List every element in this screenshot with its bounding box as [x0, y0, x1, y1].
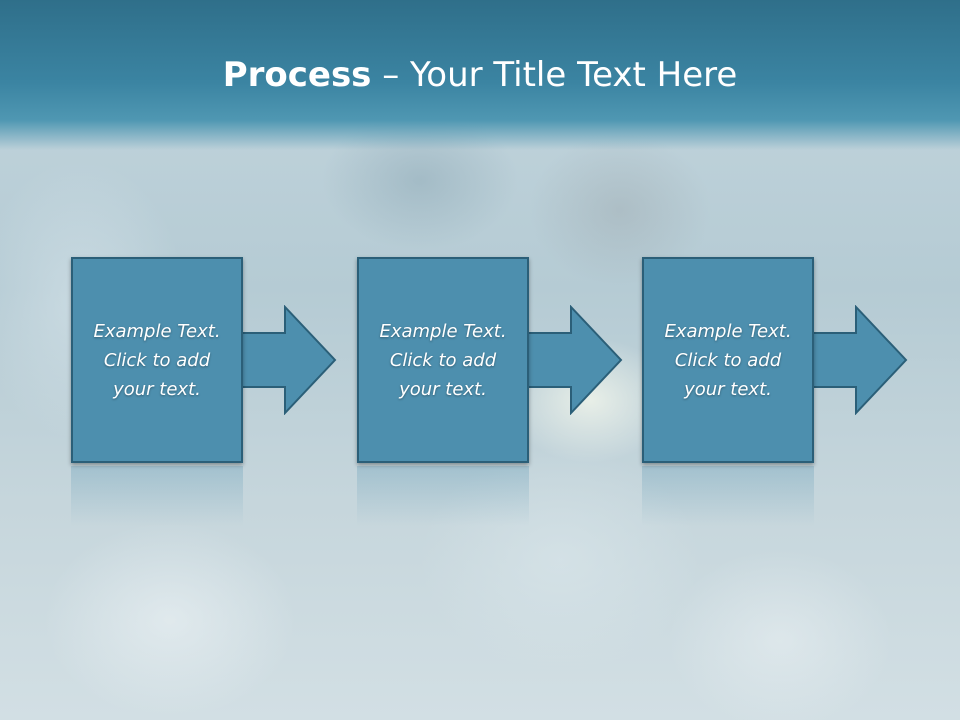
- step-text-1: Example Text. Click to add your text.: [87, 317, 226, 404]
- step-reflection: [357, 466, 529, 526]
- step-line: Click to add: [103, 349, 211, 371]
- title-rest-part: – Your Title Text Here: [371, 55, 738, 95]
- step-box-2[interactable]: Example Text. Click to add your text.: [357, 257, 529, 463]
- step-line: your text.: [684, 378, 772, 400]
- arrow-right-icon: [523, 305, 623, 415]
- step-reflection: [71, 466, 243, 526]
- step-reflection: [642, 466, 814, 526]
- step-line: Click to add: [389, 349, 497, 371]
- step-box-1[interactable]: Example Text. Click to add your text.: [71, 257, 243, 463]
- step-text-3: Example Text. Click to add your text.: [658, 317, 797, 404]
- step-line: Example Text.: [379, 320, 507, 342]
- step-line: your text.: [113, 378, 201, 400]
- title-bold-part: Process: [222, 55, 372, 95]
- title-bar: [0, 0, 960, 150]
- arrow-right-icon: [808, 305, 908, 415]
- step-text-2: Example Text. Click to add your text.: [373, 317, 512, 404]
- step-box-3[interactable]: Example Text. Click to add your text.: [642, 257, 814, 463]
- step-line: Example Text.: [664, 320, 792, 342]
- step-line: Click to add: [674, 349, 782, 371]
- step-line: your text.: [399, 378, 487, 400]
- slide-title[interactable]: Process – Your Title Text Here: [0, 55, 960, 95]
- step-line: Example Text.: [93, 320, 221, 342]
- arrow-right-icon: [237, 305, 337, 415]
